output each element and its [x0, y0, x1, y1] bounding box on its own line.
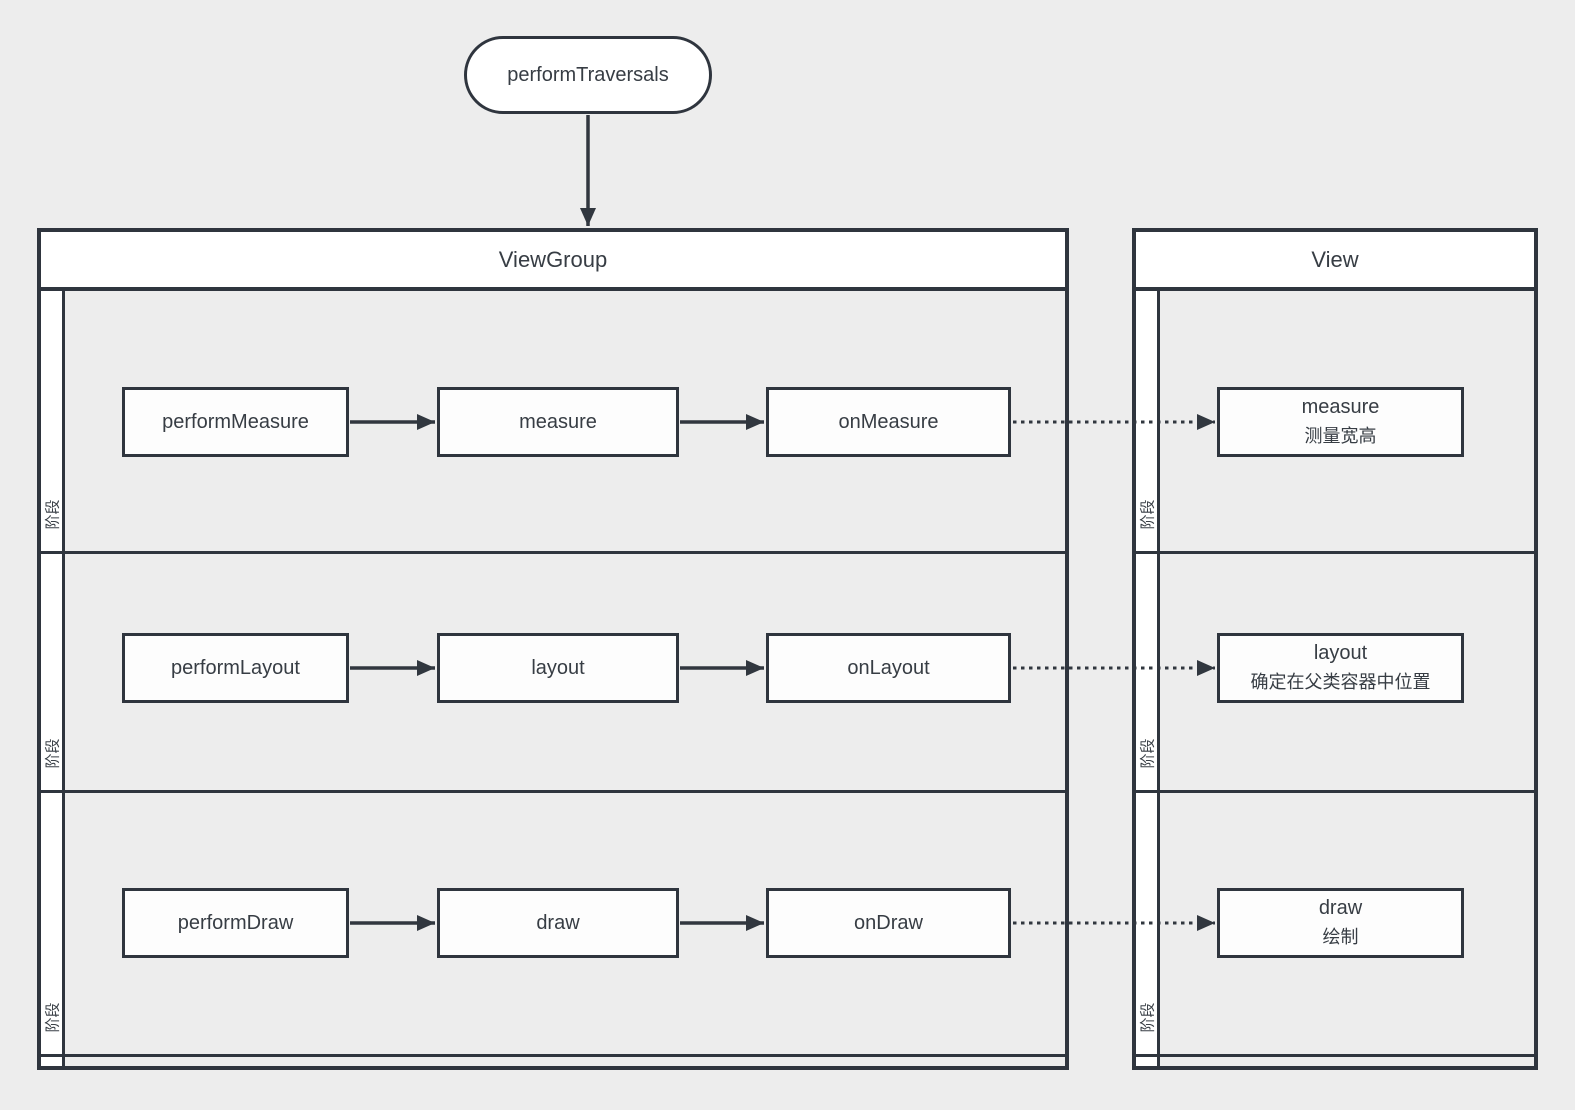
node-sublabel: 测量宽高 [1304, 426, 1377, 446]
pool-title-label: View [1311, 246, 1359, 272]
node-label: performDraw [177, 911, 294, 934]
node-view-measure: measure 测量宽高 [1217, 387, 1464, 457]
node-label: draw [1318, 897, 1363, 919]
pool-footer-strip [1136, 1057, 1534, 1066]
footer-body [1160, 1057, 1534, 1066]
lane-label-text: 阶段 [1139, 1002, 1156, 1033]
node-label: onDraw [854, 911, 923, 934]
node-on-layout: onLayout [766, 633, 1011, 703]
node-on-measure: onMeasure [766, 387, 1011, 457]
node-label: measure [1301, 396, 1380, 418]
footer-body [65, 1057, 1065, 1066]
lane-label-column: 阶段 [41, 793, 65, 1054]
lane-label-column: 阶段 [1136, 793, 1160, 1054]
node-perform-traversals: performTraversals [464, 36, 712, 114]
lane-label-text: 阶段 [1139, 738, 1156, 769]
node-label: measure [519, 410, 597, 433]
lane-label-column: 阶段 [1136, 554, 1160, 790]
viewgroup-pool-title: ViewGroup [41, 232, 1065, 291]
node-label: onLayout [847, 656, 930, 679]
node-sublabel: 确定在父类容器中位置 [1250, 672, 1431, 692]
view-pool-title: View [1136, 232, 1534, 291]
node-view-draw: draw 绘制 [1217, 888, 1464, 958]
pool-footer-strip [41, 1057, 1065, 1066]
node-label: layout [531, 656, 585, 679]
lane-label-column: 阶段 [41, 291, 65, 551]
node-on-draw: onDraw [766, 888, 1011, 958]
node-layout: layout [437, 633, 679, 703]
lane-label-text: 阶段 [44, 499, 61, 530]
node-perform-draw: performDraw [122, 888, 349, 958]
lane-label-column: 阶段 [41, 554, 65, 790]
node-view-layout: layout 确定在父类容器中位置 [1217, 633, 1464, 703]
node-draw: draw [437, 888, 679, 958]
node-perform-layout: performLayout [122, 633, 349, 703]
node-label: performMeasure [162, 410, 309, 433]
pool-title-label: ViewGroup [498, 246, 608, 272]
lane-label-column: 阶段 [1136, 291, 1160, 551]
lane-label-text: 阶段 [44, 1002, 61, 1033]
node-label: layout [1313, 642, 1368, 664]
node-measure: measure [437, 387, 679, 457]
node-label: performTraversals [507, 63, 669, 86]
node-label: performLayout [171, 656, 300, 679]
lane-label-text: 阶段 [1139, 499, 1156, 530]
node-label: draw [536, 911, 580, 934]
node-label: onMeasure [838, 410, 939, 433]
node-sublabel: 绘制 [1322, 927, 1359, 947]
footer-label-cell [41, 1057, 65, 1066]
lane-label-text: 阶段 [44, 738, 61, 769]
node-perform-measure: performMeasure [122, 387, 349, 457]
footer-label-cell [1136, 1057, 1160, 1066]
